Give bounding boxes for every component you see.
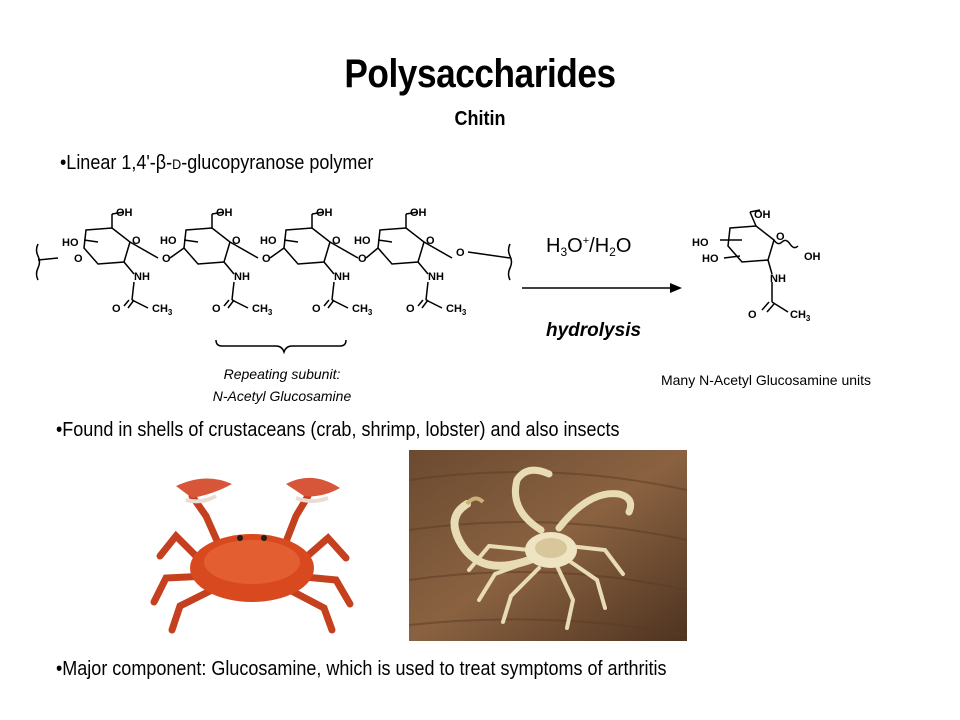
bullet-linear-polymer: •Linear 1,4'-β-D-glucopyranose polymer xyxy=(60,152,373,175)
product-atom-carbonyl-o: O xyxy=(748,309,757,321)
reaction-arrow-head xyxy=(670,283,682,293)
reagent-sub2: 2 xyxy=(609,245,616,259)
reagent-h: H xyxy=(546,235,560,257)
product-atom-ch3: CH3 xyxy=(790,309,811,323)
slide-subtitle: Chitin xyxy=(454,108,506,130)
atom-ho: HO xyxy=(260,235,277,247)
atom-link-o: O xyxy=(358,253,367,265)
atom-ch-sub: 3 xyxy=(368,308,373,317)
atom-ch-sub: 3 xyxy=(168,308,173,317)
reagent-o: O xyxy=(567,235,583,257)
atom-nh: NH xyxy=(334,271,350,283)
bullet-linear-suffix: -glucopyranose polymer xyxy=(181,152,374,174)
atom-link-o: O xyxy=(162,253,171,265)
product-atom-labels: OH HO HO O OH NH O CH3 xyxy=(692,209,821,323)
atom-ch: CH xyxy=(152,303,168,315)
beta-symbol: β xyxy=(155,152,167,174)
product-atom-ch-sub: 3 xyxy=(806,314,811,323)
scorpion-image: scorpion xyxy=(409,450,687,641)
product-atom-ch: CH xyxy=(790,309,806,321)
atom-ho: HO xyxy=(62,237,79,249)
atom-link-o: O xyxy=(262,253,271,265)
atom-ch3: CH3 xyxy=(252,303,273,317)
slide-title: Polysaccharides xyxy=(344,52,616,96)
chitin-hydrolysis-diagram: OH HO O O NH O CH3 OH HO O O NH O CH3 OH… xyxy=(35,207,871,404)
atom-ch: CH xyxy=(446,303,462,315)
atom-ho: HO xyxy=(160,235,177,247)
atom-nh: NH xyxy=(234,271,250,283)
atom-carbonyl-o: O xyxy=(112,303,121,315)
reagent-plus: + xyxy=(583,235,589,247)
product-atom-ho: HO xyxy=(702,253,719,265)
atom-link-o: O xyxy=(456,247,465,259)
reagent-slash-h: /H xyxy=(589,235,609,257)
atom-ring-o: O xyxy=(426,235,435,247)
atom-ring-o: O xyxy=(332,235,341,247)
product-atom-nh: NH xyxy=(770,273,786,285)
atom-carbonyl-o: O xyxy=(406,303,415,315)
product-atom-oh: OH xyxy=(804,251,821,263)
reagent-o2: O xyxy=(616,235,632,257)
atom-ring-o: O xyxy=(132,235,141,247)
atom-oh: OH xyxy=(116,207,133,219)
atom-link-o: O xyxy=(74,253,83,265)
atom-ch3: CH3 xyxy=(152,303,173,317)
bullet-major-component: •Major component: Glucosamine, which is … xyxy=(56,658,667,680)
atom-nh: NH xyxy=(428,271,444,283)
reagent-label: H3O+/H2O xyxy=(546,235,631,259)
crab-image: crab xyxy=(136,466,370,636)
product-atom-oh: OH xyxy=(754,209,771,221)
product-caption: Many N-Acetyl Glucosamine units xyxy=(661,372,871,388)
polymer-bonds xyxy=(35,209,799,313)
atom-nh: NH xyxy=(134,271,150,283)
atom-oh: OH xyxy=(316,207,333,219)
repeat-caption-line2: N-Acetyl Glucosamine xyxy=(213,388,352,404)
bullet-found-in-shells: •Found in shells of crustaceans (crab, s… xyxy=(56,419,620,441)
atom-carbonyl-o: O xyxy=(312,303,321,315)
product-atom-ring-o: O xyxy=(776,231,785,243)
process-label: hydrolysis xyxy=(546,320,641,341)
d-label: D xyxy=(172,156,182,172)
atom-oh: OH xyxy=(410,207,427,219)
atom-carbonyl-o: O xyxy=(212,303,221,315)
atom-ch: CH xyxy=(252,303,268,315)
product-atom-ho: HO xyxy=(692,237,709,249)
polymer-atom-labels: OH HO O O NH O CH3 OH HO O O NH O CH3 OH… xyxy=(62,207,467,317)
atom-ring-o: O xyxy=(232,235,241,247)
atom-oh: OH xyxy=(216,207,233,219)
bullet-dash: - xyxy=(166,152,173,174)
atom-ch3: CH3 xyxy=(446,303,467,317)
repeat-brace xyxy=(215,339,347,355)
atom-ch-sub: 3 xyxy=(268,308,273,317)
reagent-sub3: 3 xyxy=(560,245,567,259)
bullet-linear-prefix: •Linear 1,4'- xyxy=(60,152,156,174)
atom-ch3: CH3 xyxy=(352,303,373,317)
atom-ch-sub: 3 xyxy=(462,308,467,317)
repeat-caption-line1: Repeating subunit: xyxy=(224,366,341,382)
atom-ho: HO xyxy=(354,235,371,247)
atom-ch: CH xyxy=(352,303,368,315)
